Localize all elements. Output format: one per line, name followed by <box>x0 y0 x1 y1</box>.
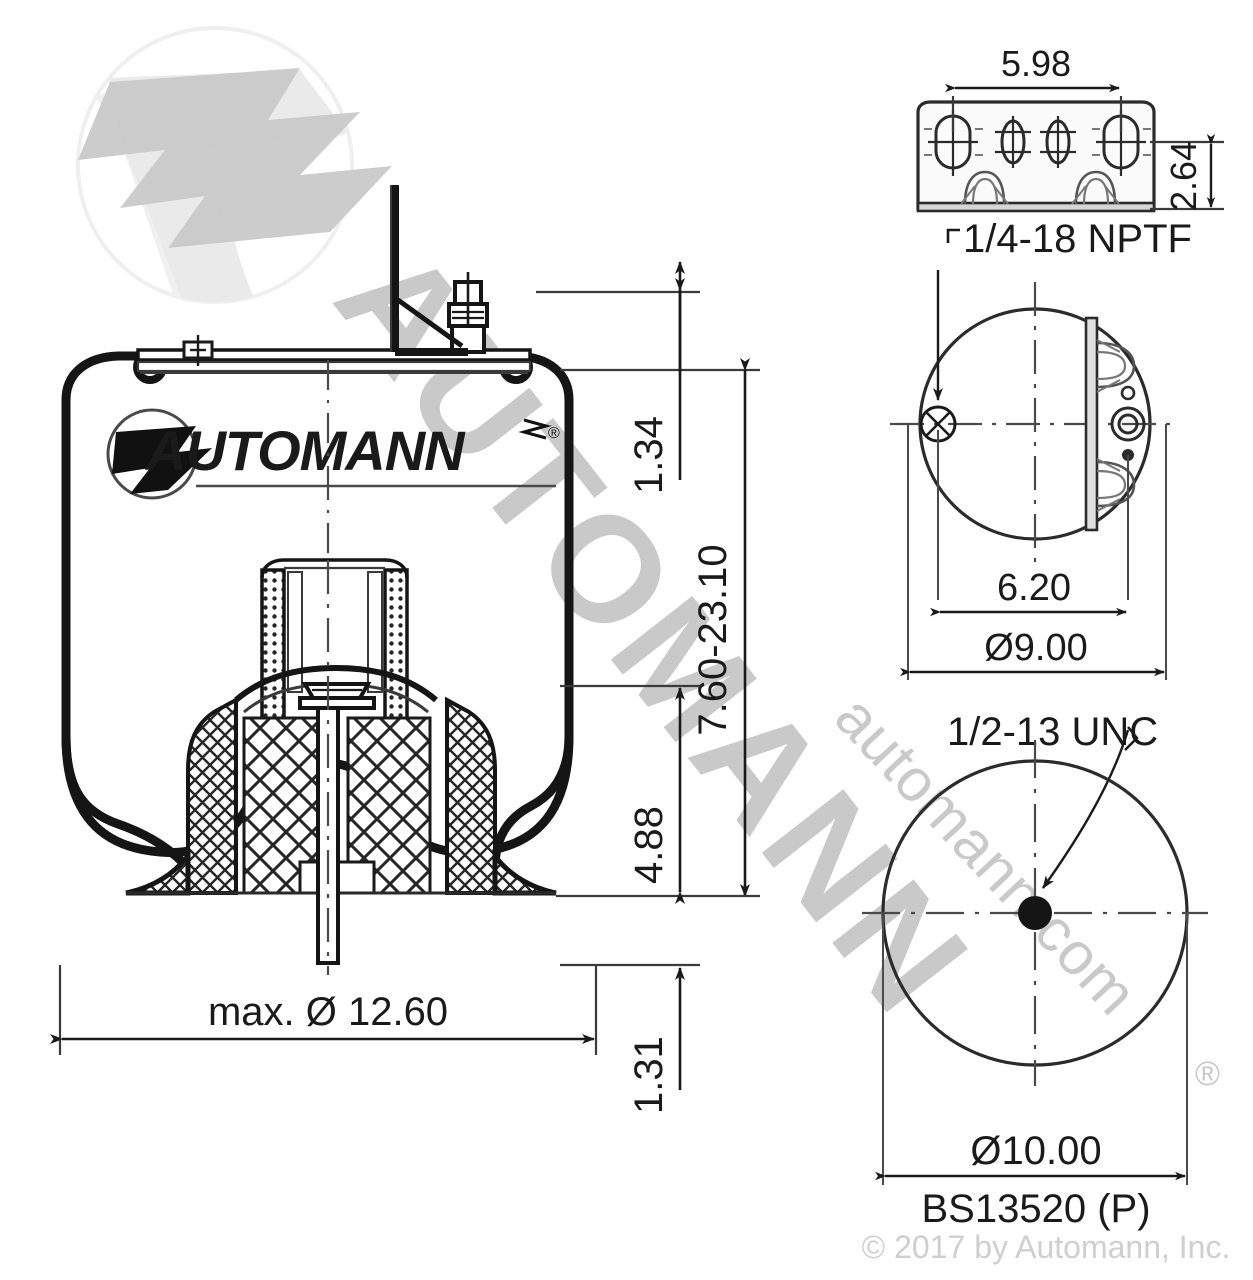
main-view-dimensions: max. Ø 12.60 1.34 7.60-23.10 4.88 1.31 <box>50 261 760 1114</box>
dim-label-131: 1.31 <box>627 1036 671 1114</box>
plate-stud-hole-outer <box>1110 406 1146 442</box>
bellows-outer-right <box>61 351 574 893</box>
main-front-section-view: AUTOMANN ® <box>61 185 574 975</box>
dim-label-max-diameter: max. Ø 12.60 <box>208 990 448 1034</box>
plate-boss-bottom <box>1096 458 1136 512</box>
bead-plate-boss-left <box>960 170 1009 205</box>
dim-label-620: 6.20 <box>997 567 1071 609</box>
automann-logo: AUTOMANN ® <box>106 408 560 500</box>
part-number-label: BS13520 (P) <box>921 1187 1150 1231</box>
piston-right-hatched <box>445 696 497 895</box>
dim-label-d900: Ø9.00 <box>984 627 1088 669</box>
dim-label-488: 4.88 <box>627 806 671 884</box>
callout-leader-unc <box>1042 729 1130 889</box>
piston-left-hatched <box>186 696 238 895</box>
plate-boss-top <box>1096 339 1136 393</box>
bead-plate-center-hole-2 <box>1040 116 1076 168</box>
automann-logo-trademark-icon: ® <box>548 425 560 442</box>
bead-plate-top-view: 1/4-18 NPTF <box>890 217 1192 680</box>
dim-label-d1000: Ø10.00 <box>970 1129 1101 1173</box>
bead-plate-bar-lower <box>136 360 532 373</box>
bracket-arm <box>390 185 468 356</box>
dim-label-134: 1.34 <box>627 416 671 494</box>
bead-plate-center-hole-1 <box>995 116 1031 168</box>
piston-body <box>125 664 557 896</box>
bead-plate-base <box>916 201 1156 213</box>
watermark-registered-icon: ® <box>1195 1055 1220 1093</box>
piston-dome <box>234 664 438 703</box>
copyright-label: © 2017 by Automann, Inc. <box>862 1229 1231 1265</box>
plate-small-hole-top <box>1120 385 1136 401</box>
piston-flare-left <box>125 848 191 896</box>
plate-stud-hole-inner <box>1117 413 1139 435</box>
piston-bottom-view: 1/2-13 UNC Ø10.00 <box>862 710 1208 1185</box>
callout-leader-unc-hook <box>1124 726 1139 751</box>
center-stud <box>298 360 376 975</box>
callout-label-nptf: 1/4-18 NPTF <box>963 217 1192 261</box>
watermark-logo-badge <box>76 26 392 304</box>
bead-plate-boss-right <box>1071 170 1120 205</box>
dim-label-598: 5.98 <box>1001 43 1071 84</box>
callout-leader-nptf <box>946 228 960 243</box>
piston-center-stud-hole <box>1018 896 1052 930</box>
plate-side-bar <box>1084 316 1099 532</box>
bead-plate-bar <box>136 348 532 362</box>
bead-plate-side-view: 5.98 2.64 <box>916 43 1224 213</box>
nptf-port <box>919 405 957 443</box>
dim-label-264: 2.64 <box>1163 141 1204 211</box>
automann-logo-text: AUTOMANN <box>144 419 466 482</box>
air-port-detail-left <box>182 335 214 366</box>
piston-flare-right <box>492 848 557 896</box>
dim-label-overall-stroke: 7.60-23.10 <box>691 544 735 735</box>
